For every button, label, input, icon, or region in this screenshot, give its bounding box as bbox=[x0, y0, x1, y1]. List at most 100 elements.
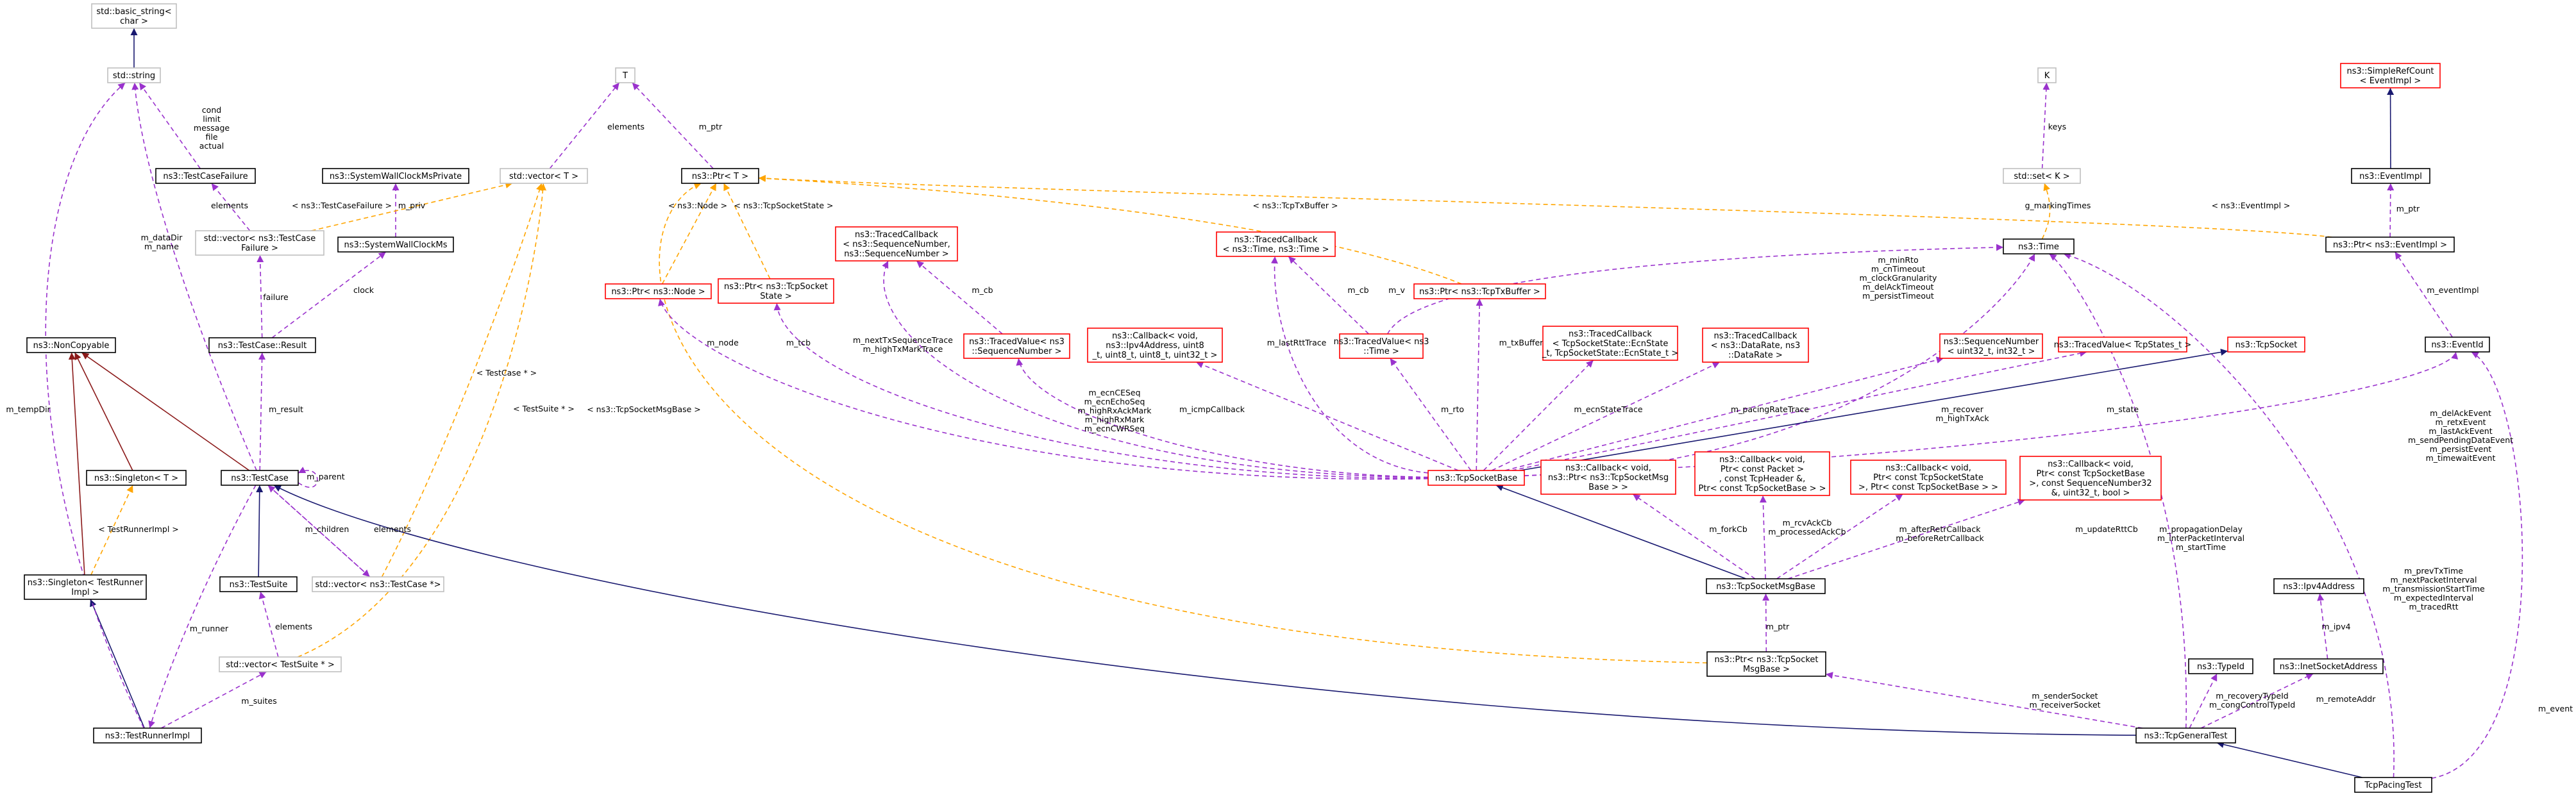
node-tcpsocketmsgbase[interactable]: ns3::TcpSocketMsgBase bbox=[1706, 578, 1826, 594]
edge-label-line: m_v bbox=[1388, 285, 1405, 295]
edge-tcpsocketbase-to-time bbox=[1524, 253, 2035, 477]
node-string[interactable]: std::string bbox=[107, 67, 161, 83]
edge-label-line: m_tcb bbox=[786, 338, 811, 347]
node-box bbox=[322, 168, 469, 184]
node-systemwallclockmsprivate[interactable]: ns3::SystemWallClockMsPrivate bbox=[322, 168, 469, 184]
node-label: ns3::TestSuite bbox=[230, 580, 288, 590]
node-box bbox=[2273, 658, 2384, 674]
node-box bbox=[2003, 168, 2081, 184]
node-callback-rtt[interactable]: ns3::Callback< void,Ptr< const TcpSocket… bbox=[2019, 456, 2162, 501]
node-box bbox=[93, 727, 202, 744]
node-ptr-eventimpl[interactable]: ns3::Ptr< ns3::EventImpl > bbox=[2325, 237, 2455, 253]
node-box bbox=[1413, 283, 1546, 299]
node-noncopyable[interactable]: ns3::NonCopyable bbox=[26, 337, 116, 353]
edge-time-to-set-k bbox=[2041, 183, 2051, 240]
edge-label-line: m_forkCb bbox=[1709, 524, 1747, 534]
edge-vec-testcase-to-vector-t bbox=[381, 183, 543, 578]
node-ptr-node[interactable]: ns3::Ptr< ns3::Node > bbox=[605, 283, 712, 299]
node-vector-t[interactable]: std::vector< T > bbox=[500, 168, 588, 184]
node-set-k[interactable]: std::set< K > bbox=[2003, 168, 2081, 184]
edge-label-line: m_interPacketInterval bbox=[2157, 533, 2244, 543]
edge-label-line: m_event bbox=[2538, 704, 2573, 713]
node-tracedvalue-seqnum[interactable]: ns3::TracedValue< ns3::SequenceNumber > bbox=[963, 333, 1070, 359]
node-testcasefailure[interactable]: ns3::TestCaseFailure bbox=[155, 168, 256, 184]
edges-layer bbox=[45, 28, 2523, 779]
edge-label-line: message bbox=[194, 123, 230, 133]
node-tcpsocket[interactable]: ns3::TcpSocket bbox=[2227, 337, 2305, 353]
node-box bbox=[681, 168, 759, 184]
node-tracedcallback-time[interactable]: ns3::TracedCallback< ns3::Time, ns3::Tim… bbox=[1216, 231, 1336, 257]
node-label: std::set< K > bbox=[2014, 172, 2069, 181]
node-label: ns3::SimpleRefCount bbox=[2346, 67, 2434, 76]
node-callback-retr[interactable]: ns3::Callback< void,Ptr< const TcpSocket… bbox=[1850, 460, 2007, 495]
edge-label-line: m_pacingRateTrace bbox=[1731, 404, 1809, 414]
node-callback-forkcb[interactable]: ns3::Callback< void,ns3::Ptr< ns3::TcpSo… bbox=[1540, 460, 1676, 495]
node-tcpgeneraltest[interactable]: ns3::TcpGeneralTest bbox=[2135, 727, 2236, 744]
node-box bbox=[86, 470, 187, 486]
node-tracedvalue-tcpstates[interactable]: ns3::TracedValue< TcpStates_t > bbox=[2054, 337, 2191, 353]
node-k[interactable]: K bbox=[2037, 67, 2057, 83]
edge-set-k-to-k bbox=[2041, 82, 2050, 169]
node-time[interactable]: ns3::Time bbox=[2003, 238, 2075, 254]
node-tcppacingtest[interactable]: TcpPacingTest bbox=[2354, 777, 2432, 793]
node-simplerefcount[interactable]: ns3::SimpleRefCount< EventImpl > bbox=[2340, 63, 2441, 88]
node-eventid[interactable]: ns3::EventId bbox=[2425, 337, 2490, 353]
node-label: ns3::TestCase::Result bbox=[218, 341, 307, 351]
node-ptr-tcptxbuffer[interactable]: ns3::Ptr< ns3::TcpTxBuffer > bbox=[1413, 283, 1546, 299]
node-systemwallclockms[interactable]: ns3::SystemWallClockMs bbox=[337, 237, 454, 253]
edge-testcaseresult-to-systemwallclockms bbox=[271, 251, 387, 338]
edge-tcppacingtest-to-tcpgeneraltest bbox=[2216, 741, 2362, 778]
edge-tcpsocketbase-to-tracedvalue-seqnum bbox=[1016, 358, 1429, 478]
node-vec-failure[interactable]: std::vector< ns3::TestCaseFailure > bbox=[195, 230, 324, 256]
node-singleton-tri[interactable]: ns3::Singleton< TestRunnerImpl > bbox=[24, 574, 147, 600]
edge-label-line: m_rcvAckCb bbox=[1783, 518, 1832, 528]
node-sequencenumber32[interactable]: ns3::SequenceNumber< uint32_t, int32_t > bbox=[1939, 333, 2043, 359]
node-label: ::SequenceNumber > bbox=[972, 347, 1061, 356]
node-testrunnerimpl[interactable]: ns3::TestRunnerImpl bbox=[93, 727, 202, 744]
node-inetsocketaddress[interactable]: ns3::InetSocketAddress bbox=[2273, 658, 2384, 674]
node-typeid[interactable]: ns3::TypeId bbox=[2188, 658, 2253, 674]
node-tracedvalue-time[interactable]: ns3::TracedValue< ns3::Time > bbox=[1334, 333, 1429, 359]
edge-label: m_tcb bbox=[786, 338, 811, 347]
node-label: < TcpSocketState::EcnState bbox=[1553, 339, 1669, 349]
node-tracedcallback-seqnum[interactable]: ns3::TracedCallback< ns3::SequenceNumber… bbox=[835, 226, 958, 262]
edge-label-line: m_priv bbox=[398, 201, 426, 210]
edge-label-line: m_delAckEvent bbox=[2430, 408, 2491, 418]
node-label: >, const SequenceNumber32 bbox=[2029, 479, 2151, 488]
node-testcase[interactable]: ns3::TestCase bbox=[221, 470, 299, 486]
node-ptr-tcpsocketstate[interactable]: ns3::Ptr< ns3::TcpSocketState > bbox=[718, 278, 834, 304]
edge-ptr-tcpsocketmsgbase-to-tcpsocketmsgbase bbox=[1762, 593, 1770, 653]
node-eventimpl[interactable]: ns3::EventImpl bbox=[2351, 168, 2430, 184]
node-label: ns3::SystemWallClockMsPrivate bbox=[330, 172, 462, 181]
node-ptr-t[interactable]: ns3::Ptr< T > bbox=[681, 168, 759, 184]
node-label: _t, uint8_t, uint8_t, uint32_t > bbox=[1092, 351, 1218, 360]
node-tracedcallback-ecnstate[interactable]: ns3::TracedCallback< TcpSocketState::Ecn… bbox=[1542, 326, 1678, 361]
node-testsuite[interactable]: ns3::TestSuite bbox=[219, 576, 298, 592]
edge-testcase-to-string bbox=[131, 82, 257, 471]
node-testcaseresult[interactable]: ns3::TestCase::Result bbox=[208, 337, 316, 353]
node-ipv4address[interactable]: ns3::Ipv4Address bbox=[2273, 578, 2364, 594]
node-singleton-t[interactable]: ns3::Singleton< T > bbox=[86, 470, 187, 486]
node-t[interactable]: T bbox=[615, 67, 636, 83]
node-label: ns3::EventImpl bbox=[2359, 172, 2422, 181]
node-label: ns3::Time bbox=[2018, 242, 2059, 252]
edge-label: < ns3::TcpSocketState > bbox=[734, 201, 834, 210]
node-callback-ipv4[interactable]: ns3::Callback< void,ns3::Ipv4Address, ui… bbox=[1087, 328, 1223, 363]
edge-tcpgeneraltest-to-typeid bbox=[2189, 673, 2218, 729]
node-vec-testsuite[interactable]: std::vector< TestSuite * > bbox=[219, 656, 342, 672]
edge-label-line: m_lastRttTrace bbox=[1267, 338, 1327, 347]
edge-label-line: m_tempDir bbox=[6, 404, 51, 414]
node-label: Ptr< const TcpSocketBase bbox=[2037, 469, 2145, 479]
edge-singleton-tri-to-singleton-t bbox=[90, 485, 133, 576]
node-box bbox=[2188, 658, 2253, 674]
node-ptr-tcpsocketmsgbase[interactable]: ns3::Ptr< ns3::TcpSocketMsgBase > bbox=[1706, 651, 1826, 677]
edge-label-line: m_receiverSocket bbox=[2029, 700, 2100, 710]
node-tcpsocketbase[interactable]: ns3::TcpSocketBase bbox=[1427, 470, 1525, 486]
node-label: < ns3::DataRate, ns3 bbox=[1711, 341, 1800, 351]
edge-label: m_priv bbox=[398, 201, 426, 210]
node-basic-string[interactable]: std::basic_string<char > bbox=[91, 3, 177, 29]
node-tracedcallback-datarate[interactable]: ns3::TracedCallback< ns3::DataRate, ns3:… bbox=[1702, 328, 1809, 363]
node-callback-rcvack[interactable]: ns3::Callback< void,Ptr< const Packet >,… bbox=[1694, 451, 1830, 496]
node-vec-testcase[interactable]: std::vector< ns3::TestCase *> bbox=[312, 576, 444, 592]
